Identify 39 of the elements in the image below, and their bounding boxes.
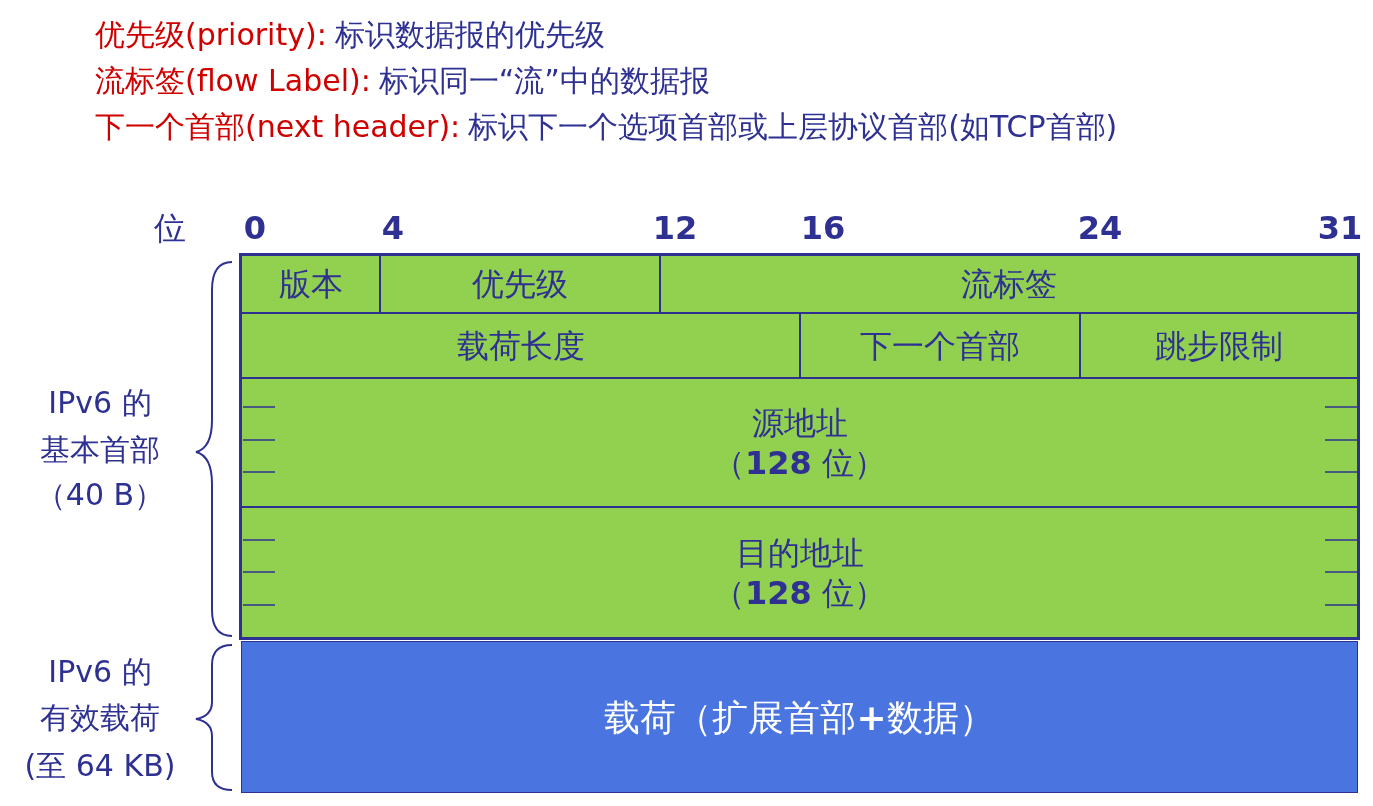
payload-field	[241, 641, 1358, 793]
header-field	[241, 313, 800, 378]
field-label: 源地址	[751, 402, 848, 443]
term: 下一个首部(next header):	[95, 112, 461, 142]
bit-number: 24	[1077, 212, 1123, 244]
header-field	[380, 255, 660, 313]
field-label: 流标签	[961, 264, 1057, 304]
definition: 标识数据报的优先级	[334, 20, 605, 50]
definition: 标识下一个选项首部或上层协议首部(如TCP首部)	[468, 112, 1118, 142]
bit-number: 12	[652, 212, 698, 244]
bit-number: 16	[800, 212, 846, 244]
bit-number: 0	[243, 212, 267, 244]
field-label: （128 位）	[713, 442, 886, 483]
header-field	[800, 313, 1080, 378]
term: 优先级(priority):	[95, 20, 327, 50]
header-field	[241, 507, 1358, 638]
field-label: 载荷（扩展首部+数据）	[604, 695, 995, 740]
field-label: 载荷长度	[456, 325, 585, 366]
term: 流标签(flow Label):	[95, 66, 371, 96]
definition: 标识同一“流”中的数据报	[378, 66, 710, 96]
side-label: IPv6 的	[48, 388, 152, 418]
field-label: 优先级	[472, 264, 568, 304]
side-label: IPv6 的	[48, 657, 152, 687]
side-label: 有效载荷	[40, 703, 160, 733]
header-field	[241, 255, 380, 313]
side-label: （40 B）	[35, 480, 165, 510]
header-field	[1080, 313, 1358, 378]
side-label: (至 64 KB)	[24, 751, 176, 781]
header-field	[660, 255, 1358, 313]
header-field	[241, 378, 1358, 507]
side-label: 基本首部	[40, 435, 160, 465]
field-label: 目的地址	[735, 532, 864, 573]
field-label: 跳步限制	[1155, 325, 1283, 366]
field-label: 版本	[278, 264, 343, 304]
field-label: 下一个首部	[860, 325, 1020, 366]
bit-number: 4	[381, 212, 405, 244]
axis-unit: 位	[154, 212, 186, 244]
field-label: （128 位）	[713, 572, 886, 613]
bit-number: 31	[1317, 212, 1363, 244]
